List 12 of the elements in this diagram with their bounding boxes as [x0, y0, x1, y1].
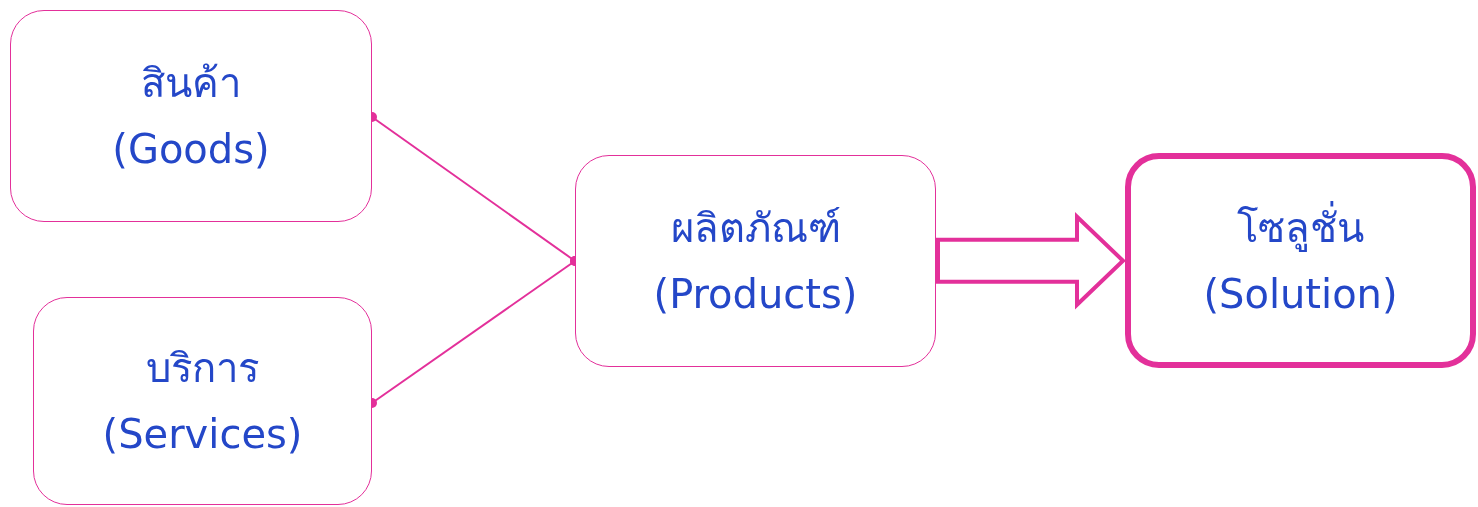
english-label: (Solution) — [1203, 271, 1398, 316]
rounded-box — [10, 10, 372, 222]
english-label: (Products) — [653, 272, 858, 316]
english-label: (Goods) — [112, 127, 270, 171]
rounded-box — [1125, 153, 1476, 368]
rounded-box — [575, 155, 936, 367]
block-arrow — [936, 212, 1126, 310]
english-label: (Services) — [102, 412, 303, 456]
thai-label: บริการ — [146, 346, 259, 390]
rounded-box — [33, 297, 372, 505]
thai-label: ผลิตภัณฑ์ — [670, 206, 841, 250]
thai-label: สินค้า — [141, 61, 241, 105]
